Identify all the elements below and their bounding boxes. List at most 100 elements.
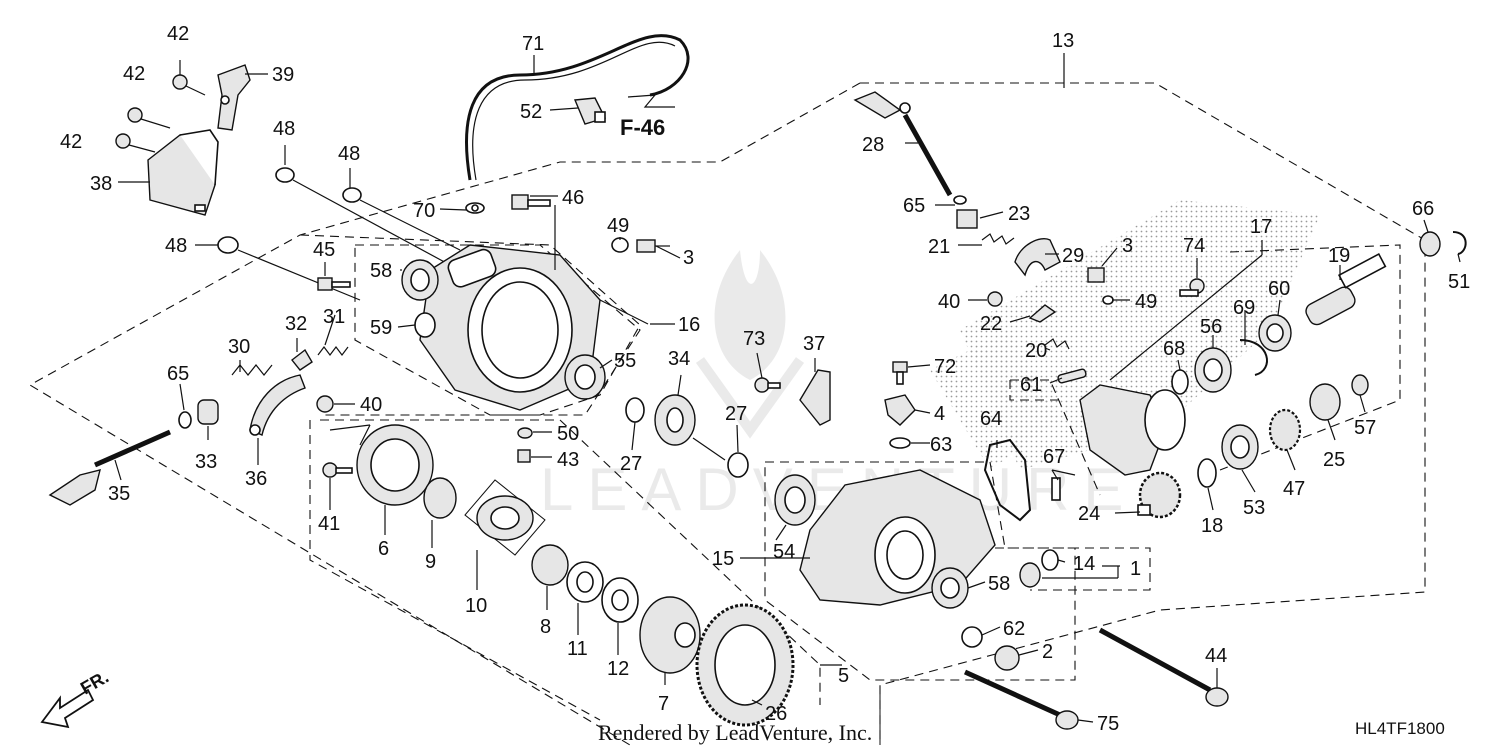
part-7-cover: [639, 596, 701, 674]
part-49-washer: [611, 237, 629, 253]
part-10-cam: [464, 479, 546, 556]
reference-page-label[interactable]: F-46: [620, 115, 665, 140]
part-1-seal: [1019, 562, 1041, 588]
callout-57: 57: [1354, 417, 1376, 439]
part-25-collar: [1309, 383, 1341, 421]
callout-35: 35: [108, 483, 130, 505]
callout-64: 64: [980, 408, 1002, 430]
leader-lines: [114, 53, 1461, 723]
part-53-bearing: [1221, 424, 1259, 470]
part-64-gasket: [983, 438, 1032, 522]
part-4-sensor: [884, 394, 916, 426]
part-19-shaft: [1305, 253, 1387, 326]
part-72-bolt: [892, 361, 908, 385]
part-8-gear: [531, 544, 569, 586]
part-41-bolt: [322, 462, 353, 478]
part-58-seal: [931, 567, 969, 609]
part-21-spring: [981, 233, 1015, 245]
callout-70: 70: [413, 200, 435, 222]
callout-40: 40: [938, 291, 960, 313]
callout-63: 63: [930, 434, 952, 456]
part-62-oring: [961, 626, 983, 648]
callout-5: 5: [838, 665, 849, 687]
part-29-fork: [1014, 238, 1061, 277]
part-32-clip: [291, 348, 313, 371]
callout-40: 40: [360, 394, 382, 416]
part-14-ring: [1041, 549, 1059, 571]
callouts: 13 71 52 70 46 49 3 16 58 59 55 42 39 42…: [60, 23, 1470, 735]
part-48-nuts: [217, 167, 461, 301]
callout-27: 27: [620, 453, 642, 475]
callout-68: 68: [1163, 338, 1185, 360]
callout-58: 58: [988, 573, 1010, 595]
part-11-washer: [566, 561, 604, 603]
part-34-collar: [654, 394, 696, 446]
callout-49: 49: [607, 215, 629, 237]
callout-50: 50: [557, 423, 579, 445]
callout-48: 48: [273, 118, 295, 140]
callout-19: 19: [1328, 245, 1350, 267]
callout-15: 15: [712, 548, 734, 570]
part-26-ring-gear: [695, 603, 795, 727]
part-6-diff-case: [356, 424, 434, 506]
part-28-shift-rod: [853, 91, 953, 197]
part-39-bracket: [217, 64, 251, 131]
callout-16: 16: [678, 314, 700, 336]
callout-44: 44: [1205, 645, 1227, 667]
callout-9: 9: [425, 551, 436, 573]
diagram-code: HL4TF1800: [1355, 719, 1445, 738]
callout-21: 21: [928, 236, 950, 258]
callout-24: 24: [1078, 503, 1100, 525]
callout-58: 58: [370, 260, 392, 282]
callout-67: 67: [1043, 446, 1065, 468]
credit-text: Rendered by LeadVenture, Inc.: [598, 720, 872, 745]
callout-48: 48: [165, 235, 187, 257]
callout-52: 52: [520, 101, 542, 123]
callout-66: 66: [1412, 198, 1434, 220]
part-45-bolt: [317, 277, 351, 291]
part-56-bearing: [1194, 347, 1232, 393]
callout-14: 14: [1073, 553, 1095, 575]
callout-74: 74: [1183, 235, 1205, 257]
callout-23: 23: [1008, 203, 1030, 225]
part-58-seal: [401, 259, 439, 301]
part-3-switch: [636, 239, 670, 253]
part-69-snap-ring: [1239, 339, 1268, 376]
part-17-cover: [1079, 384, 1186, 476]
assembly-boundaries: [28, 82, 1426, 746]
callout-54: 54: [773, 541, 795, 563]
callout-29: 29: [1062, 245, 1084, 267]
part-38-guard: [147, 129, 219, 216]
callout-71: 71: [522, 33, 544, 55]
part-74-bolt: [1179, 278, 1205, 297]
callout-42: 42: [60, 131, 82, 153]
part-52-sensor: [573, 97, 606, 125]
callout-4: 4: [934, 403, 945, 425]
callout-3: 3: [683, 247, 694, 269]
callout-69: 69: [1233, 297, 1255, 319]
callout-2: 2: [1042, 641, 1053, 663]
callout-59: 59: [370, 317, 392, 339]
part-59-collar: [414, 312, 436, 338]
front-arrow-icon: [40, 688, 95, 729]
part-47-spline: [1268, 408, 1302, 452]
callout-22: 22: [980, 313, 1002, 335]
callout-45: 45: [313, 239, 335, 261]
callout-42: 42: [167, 23, 189, 45]
part-60-seal: [1258, 314, 1292, 352]
part-51-clip: [1452, 231, 1467, 255]
callout-46: 46: [562, 187, 584, 209]
callout-72: 72: [934, 356, 956, 378]
callout-42: 42: [123, 63, 145, 85]
part-9-gear: [423, 477, 457, 519]
part-50-washer: [517, 427, 533, 439]
callout-36: 36: [245, 468, 267, 490]
part-27-oring: [625, 397, 645, 423]
part-65-ring: [953, 195, 967, 205]
part-63-oring: [889, 437, 911, 449]
part-12-washer: [601, 577, 639, 623]
callout-8: 8: [540, 616, 551, 638]
reference-link[interactable]: F-46: [620, 94, 675, 140]
part-68-ring: [1171, 369, 1189, 395]
